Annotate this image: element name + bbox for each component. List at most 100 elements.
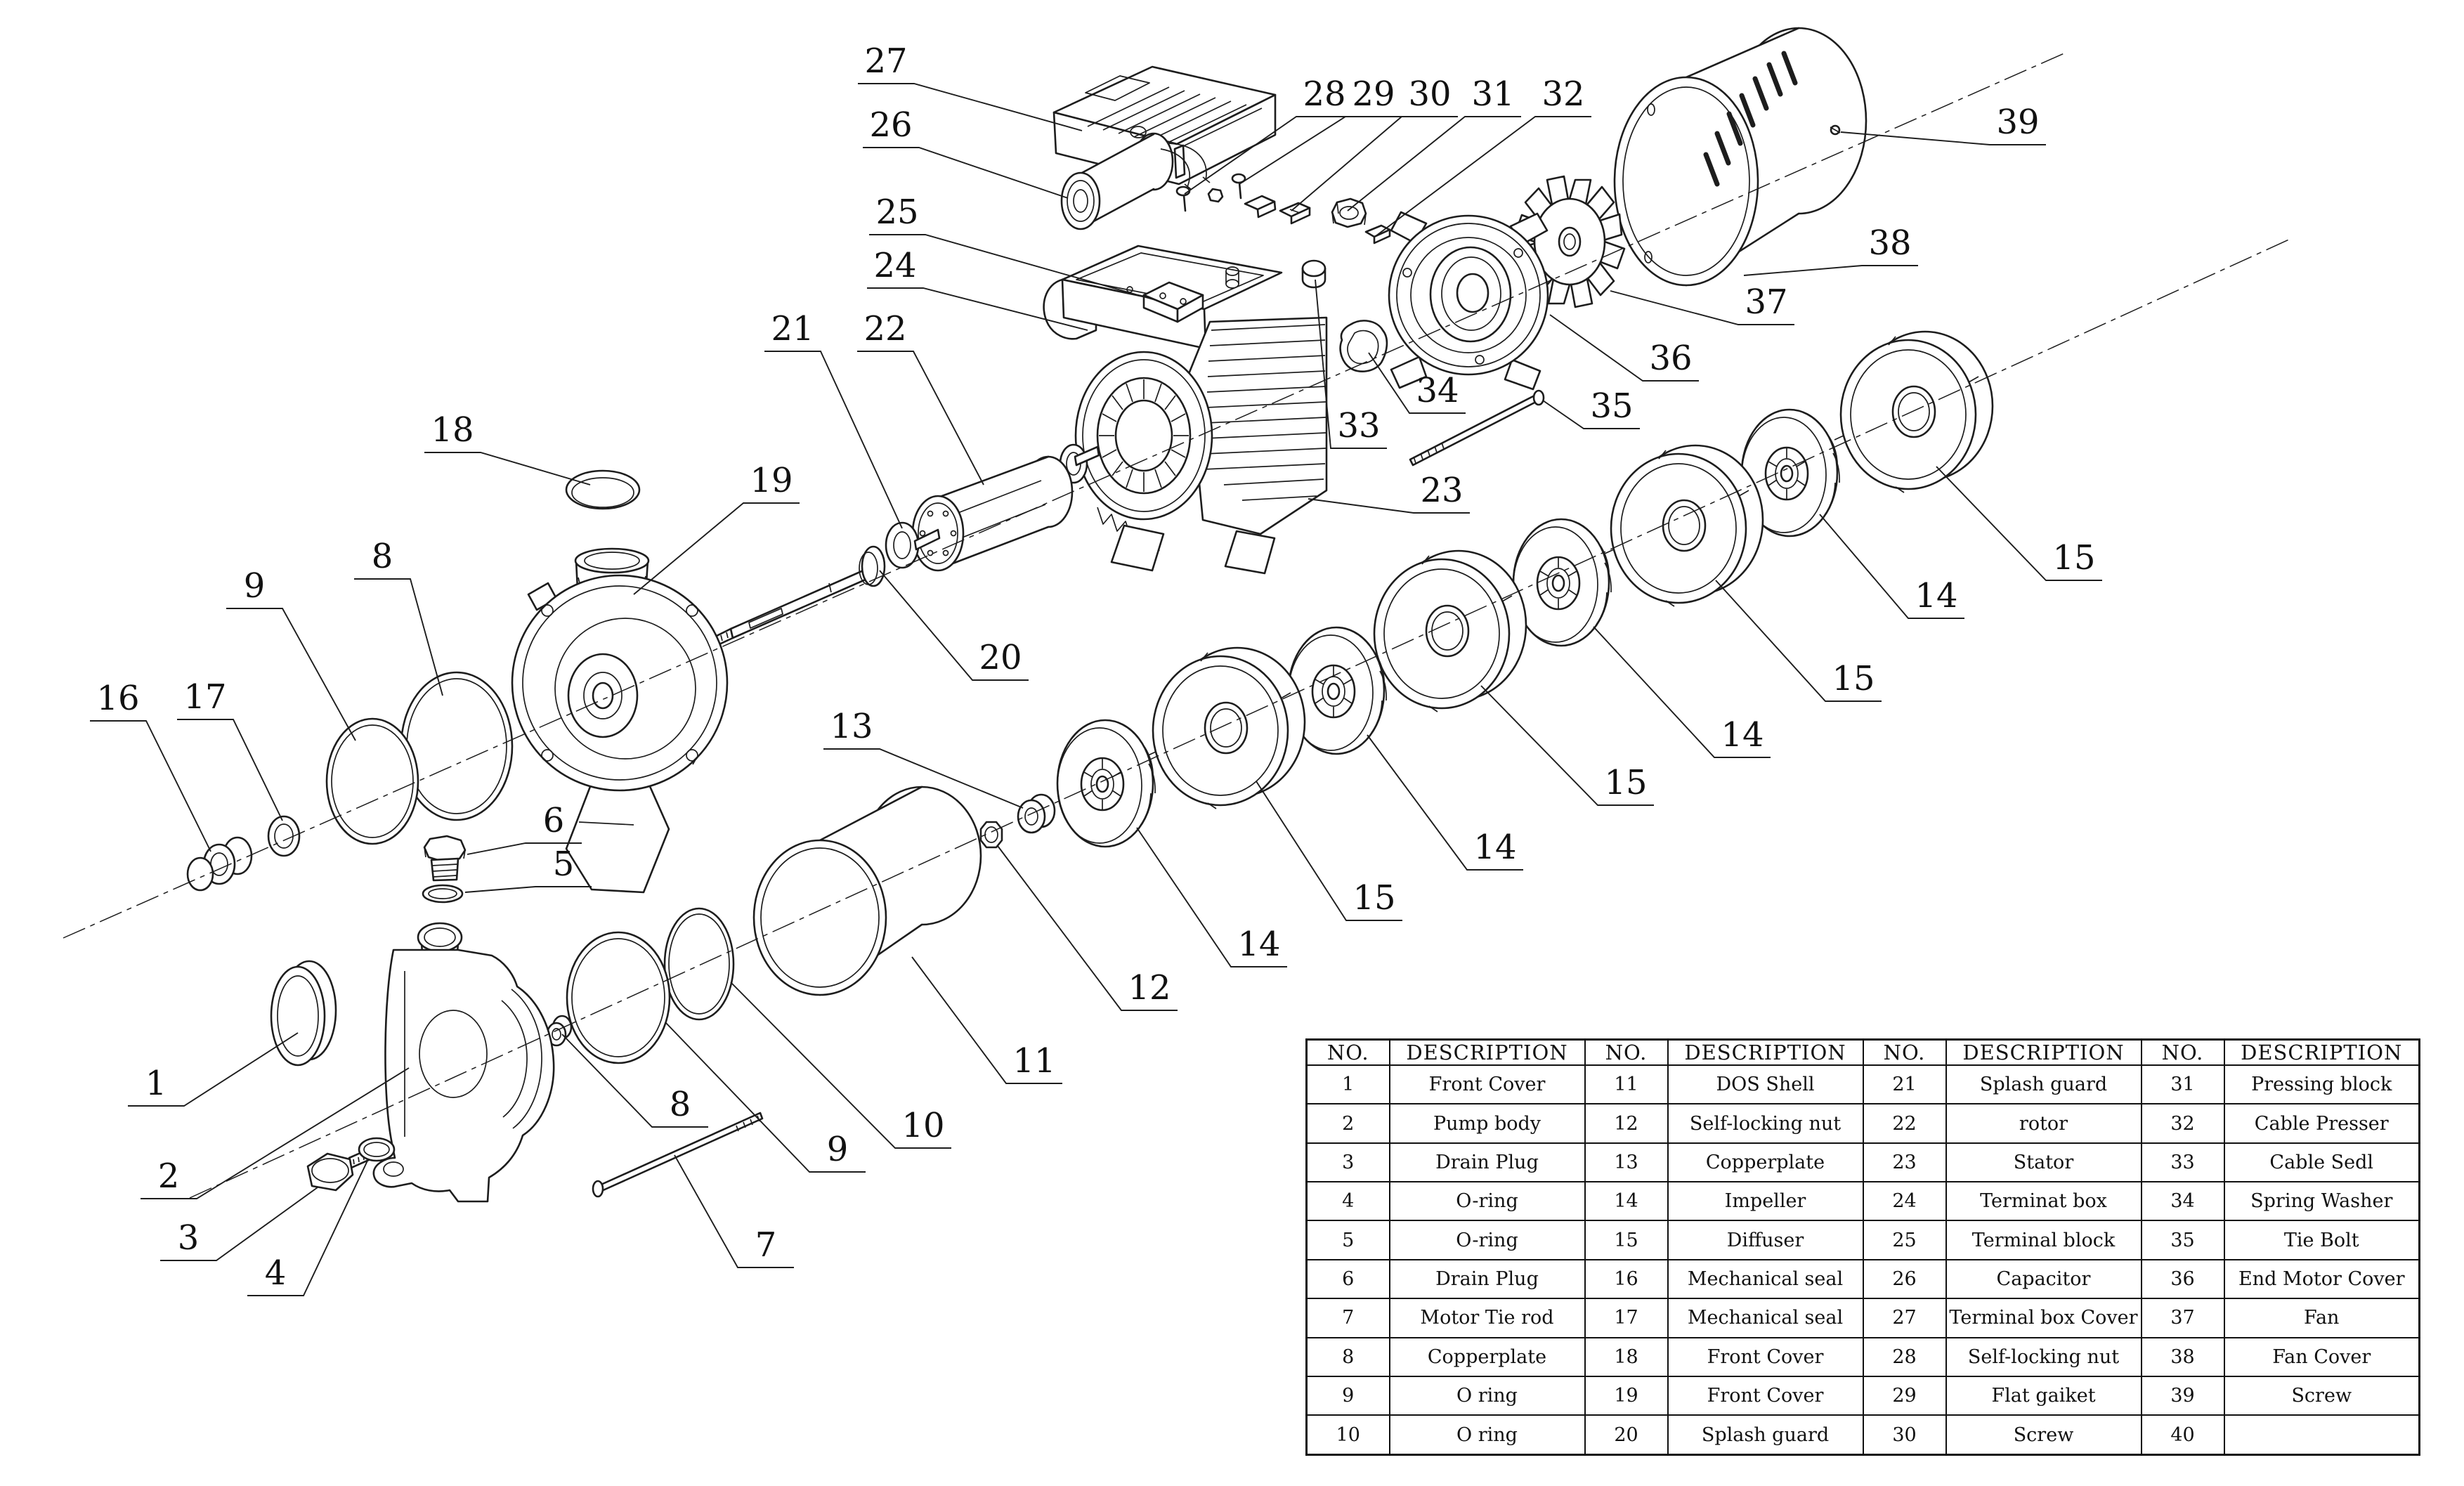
capacitor [1060,132,1211,230]
callout-number: 33 [1337,406,1380,445]
callout-number: 11 [1012,1041,1055,1081]
part-number: 7 [1305,1298,1390,1338]
part-description: Stator [1945,1142,2142,1183]
callout-34: 34 [1368,352,1466,414]
tie-bolt [1409,389,1545,467]
callout-16: 16 [90,679,211,852]
callout-number: 30 [1408,74,1451,114]
part-description: End Motor Cover [2223,1258,2420,1300]
mechanical-seal-17 [267,815,301,857]
spring-washer [1339,320,1388,372]
stator [1074,316,1328,575]
part-description: Mechanical seal [1667,1298,1864,1338]
callout-20: 20 [879,570,1029,681]
part-description: Terminal block [1945,1220,2142,1260]
fan-cover [1613,27,1867,287]
part-number: 25 [1862,1220,1947,1260]
callout-number: 19 [750,461,793,500]
callout-number: 26 [869,105,912,145]
cable-seal [1301,259,1326,289]
part-number: 26 [1862,1258,1947,1300]
part-description: Fan [2223,1298,2420,1338]
part-number: 14 [1584,1181,1669,1222]
part-number: 17 [1584,1298,1669,1338]
part-number: 1 [1305,1064,1390,1105]
callout-35: 35 [1542,386,1640,429]
callout-9: 9 [226,566,356,741]
callout-7: 7 [674,1154,794,1268]
impeller-1 [1056,719,1156,848]
callout-1: 1 [128,1032,299,1107]
part-number: 35 [2140,1220,2225,1260]
part-description: Splash guard [1667,1414,1864,1456]
part-description: Fan Cover [2223,1336,2420,1377]
part-description: Self-locking nut [1945,1336,2142,1377]
column-header: DESCRIPTION [1667,1038,1864,1066]
callout-15: 15 [1936,466,2102,581]
splash-guard-disc [859,545,886,587]
part-number: 16 [1584,1258,1669,1300]
callout-number: 1 [145,1064,167,1103]
callout-number: 6 [543,801,565,840]
part-number: 10 [1305,1414,1390,1456]
part-number: 34 [2140,1181,2225,1222]
callout-number: 21 [771,309,814,348]
callout-25: 25 [869,193,1159,301]
callout-10: 10 [730,982,951,1149]
callout-14: 14 [1367,734,1523,871]
mechanical-seal-16 [186,836,253,892]
column-header: DESCRIPTION [2223,1038,2420,1066]
callout-37: 37 [1610,282,1794,325]
o-ring-18 [565,469,641,510]
screw-29 [1231,173,1246,200]
column-header: DESCRIPTION [1945,1038,2142,1066]
part-description: Screw [1945,1414,2142,1456]
callout-15: 15 [1256,781,1402,921]
part-description [2223,1414,2420,1456]
callout-number: 17 [183,677,226,717]
callout-number: 2 [158,1156,180,1196]
callout-number: 20 [979,638,1022,677]
callout-number: 14 [1237,925,1280,964]
callout-23: 23 [1308,471,1470,514]
callout-number: 39 [1996,103,2039,142]
part-number: 28 [1862,1336,1947,1377]
callout-number: 25 [875,193,918,232]
part-description: Spring Washer [2223,1181,2420,1222]
callout-15: 15 [1480,685,1654,806]
pressing-block [1244,195,1277,219]
nut-29a [1207,188,1224,203]
part-description: Flat gaiket [1945,1375,2142,1416]
column-header: DESCRIPTION [1388,1038,1586,1066]
self-locking-nut-12 [979,821,1003,849]
callout-8: 8 [561,1034,708,1128]
callout-number: 37 [1745,282,1787,322]
callout-28: 28 [1184,74,1352,195]
callout-number: 23 [1420,471,1463,510]
part-number: 37 [2140,1298,2225,1338]
callout-number: 13 [830,707,873,746]
part-number: 4 [1305,1181,1390,1222]
impeller-3 [1512,518,1612,647]
end-motor-cover [1388,211,1549,391]
part-number: 36 [2140,1258,2225,1300]
callout-26: 26 [863,105,1069,199]
pump-head [511,547,729,894]
cable-gland-nut [1331,197,1367,228]
o-ring-5 [422,884,464,904]
callout-4: 4 [247,1159,369,1296]
part-description: O ring [1388,1375,1586,1416]
callout-30: 30 [1291,74,1458,211]
callout-number: 34 [1416,371,1459,410]
part-number: 33 [2140,1142,2225,1183]
callout-39: 39 [1840,103,2046,145]
part-description: O ring [1388,1414,1586,1456]
part-number: 3 [1305,1142,1390,1183]
diffuser-3 [1603,444,1764,608]
part-number: 27 [1862,1298,1947,1338]
